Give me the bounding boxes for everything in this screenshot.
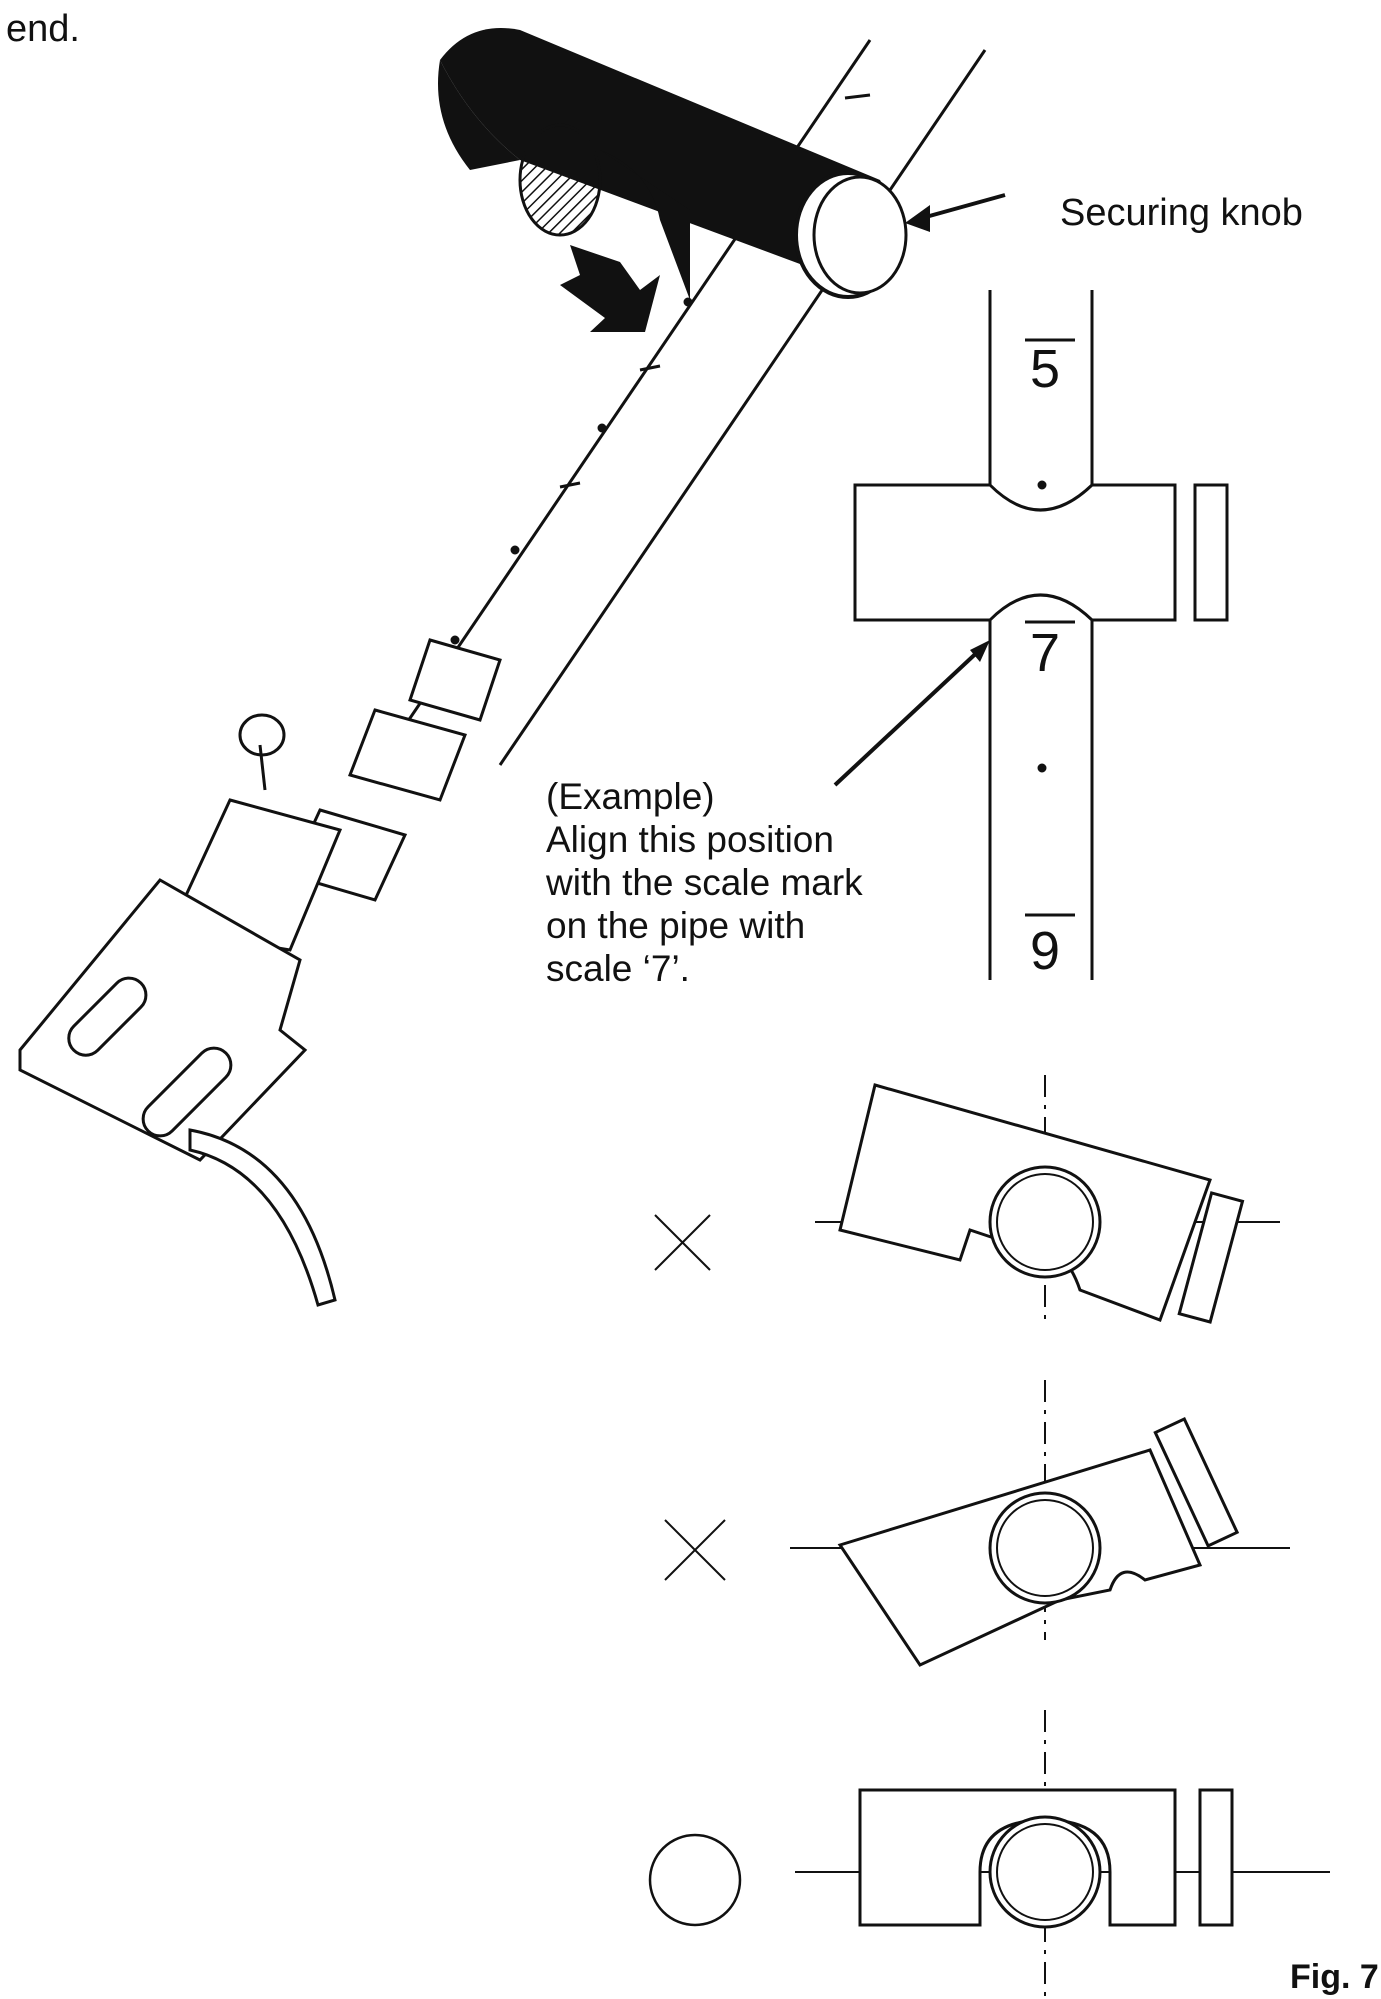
incorrect-example-1	[654, 1075, 1280, 1324]
incorrect-example-2	[664, 1380, 1290, 1667]
example-line: Align this position	[546, 819, 834, 860]
top-text: end.	[6, 8, 80, 50]
weight-on-scale	[853, 483, 1229, 622]
correct-example	[648, 1710, 1330, 1999]
example-line: (Example)	[546, 776, 715, 817]
headshell	[18, 638, 502, 1307]
scale-strip	[988, 290, 1094, 980]
example-pointer-arrow	[833, 640, 990, 787]
securing-knob-label: Securing knob	[1060, 192, 1303, 234]
figure-label: Fig. 7	[1290, 1958, 1379, 1996]
counterweight	[438, 28, 893, 300]
down-arrow-icon	[560, 245, 660, 332]
scale-number-7: 7	[1030, 623, 1061, 683]
example-line: on the pipe with	[546, 905, 806, 946]
knob-pointer-arrow	[905, 193, 1006, 232]
scale-number-5: 5	[1030, 339, 1061, 399]
example-caption: (Example) Align this position with the s…	[546, 775, 863, 990]
example-line: scale ‘7’.	[546, 948, 690, 989]
securing-knob	[794, 171, 908, 299]
example-line: with the scale mark	[546, 862, 863, 903]
scale-number-9: 9	[1030, 921, 1061, 981]
